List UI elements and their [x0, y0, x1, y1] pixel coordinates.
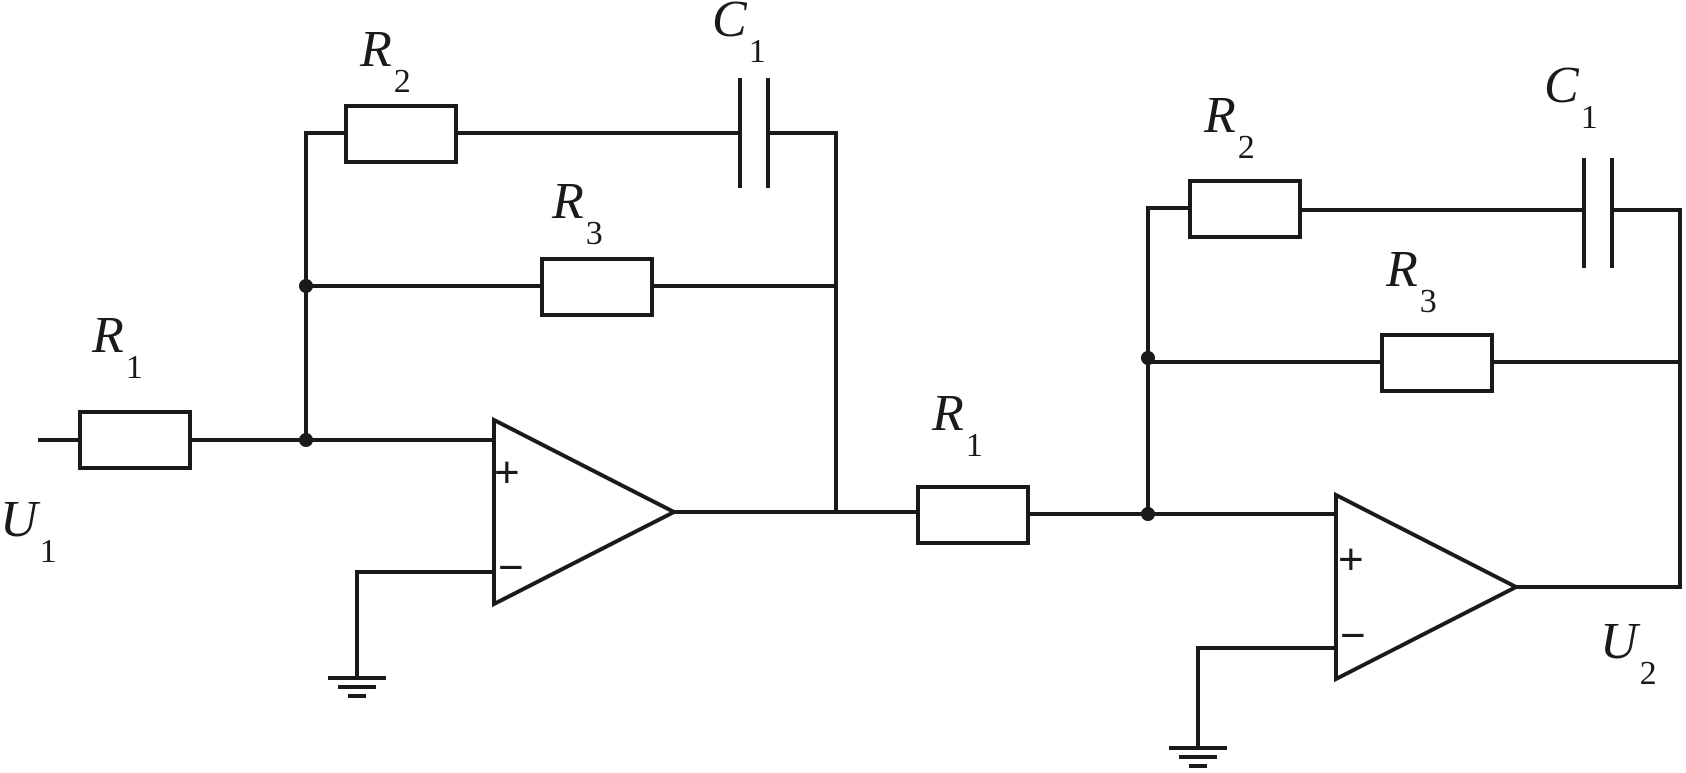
stage2-minus-sign: − [1340, 611, 1366, 660]
stage2-r3-label: R3 [1385, 241, 1437, 320]
stage2-r1-resistor [916, 485, 1030, 545]
stage1-c1-label: C1 [712, 0, 766, 70]
stage2-junction-input [1141, 507, 1155, 521]
stage2-junction-r3 [1141, 351, 1155, 365]
stage1-r2-label: R2 [359, 21, 411, 100]
output-label-u2: U2 [1600, 613, 1657, 692]
stage2-r2-label: R2 [1203, 87, 1255, 166]
stage2-plus-sign: + [1338, 535, 1364, 584]
stage2-ground-icon [1169, 746, 1227, 768]
stage-1: + − R1 R2 R3 C1 [38, 0, 920, 698]
stage1-ground-icon [328, 676, 386, 698]
stage2-r3-resistor [1380, 333, 1494, 393]
stage2-opamp [1334, 491, 1521, 683]
input-label-u1: U1 [0, 491, 57, 570]
stage1-r2-resistor [344, 104, 458, 164]
stage2-r2-resistor [1188, 179, 1302, 239]
stage1-junction-input [299, 433, 313, 447]
stage1-opamp [492, 416, 679, 608]
stage1-minus-sign: − [498, 543, 524, 592]
stage2-c1-label: C1 [1544, 57, 1598, 136]
stage1-r1-resistor [78, 410, 192, 470]
stage-2: + − R1 R2 R3 C1 [916, 57, 1682, 768]
stage1-junction-r3 [299, 279, 313, 293]
stage1-r3-label: R3 [551, 173, 603, 252]
stage2-r1-label: R1 [931, 385, 983, 464]
stage1-plus-sign: + [494, 448, 520, 497]
stage1-r3-resistor [540, 257, 654, 317]
stage1-r1-label: R1 [91, 307, 143, 386]
